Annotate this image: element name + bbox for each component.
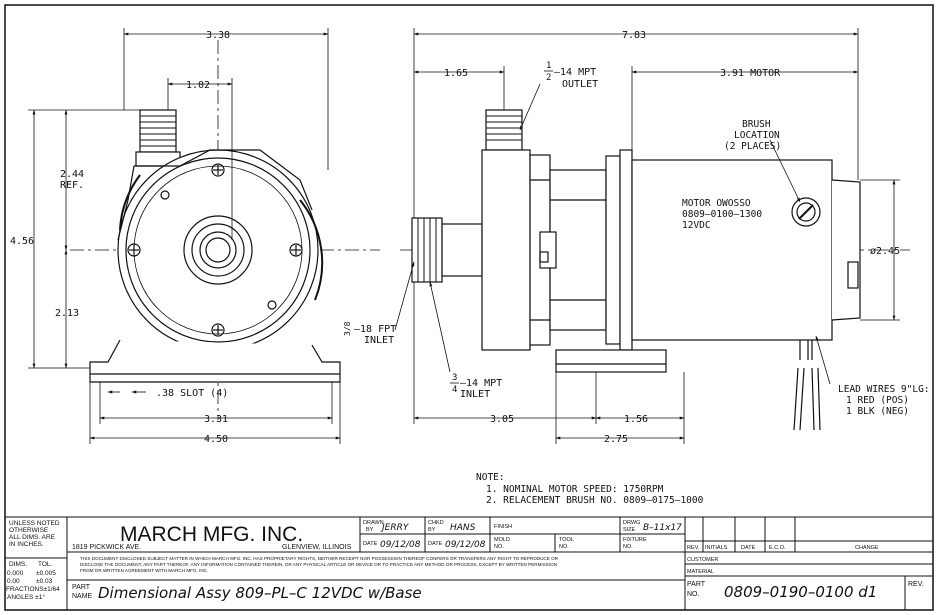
material-label: MATERIAL (687, 569, 714, 575)
part-label-1: PART (72, 584, 91, 591)
fixture-label-1: FIXTURE (623, 537, 647, 543)
motor-line3: 12VDC (682, 220, 711, 231)
unless-3: ALL DIMS. ARE (9, 534, 56, 541)
part-no-label-2: NO. (687, 591, 700, 598)
dim-dia-2-45: ø2.45 (870, 246, 900, 257)
rev-header: REV. (687, 545, 700, 551)
notes-title: NOTE: (476, 472, 505, 483)
inlet-frac-num: 3 (452, 373, 457, 383)
inlet-frac-den: 4 (452, 385, 457, 395)
brush-line3: (2 PLACES) (724, 141, 781, 152)
customer-label: CUSTOMER (687, 557, 718, 563)
dim-2-75: 2.75 (604, 434, 628, 445)
side-view (400, 109, 910, 431)
unless-1: UNLESS NOTED (9, 520, 60, 527)
disclaimer-2: DISCLOSE THE DOCUMENT, ANY PART THEREOF,… (80, 562, 557, 567)
drwg-label-2: SIZE (623, 527, 636, 533)
chkd-label-1: CHKD (428, 520, 444, 526)
tol-row1-b: ±0.005 (36, 570, 56, 577)
fpt-callout: –18 FPT (354, 324, 396, 335)
inlet-callout: –14 MPT (460, 378, 502, 389)
company-city: GLENVIEW, ILLINOIS (282, 544, 352, 551)
dim-3-05: 3.05 (490, 414, 514, 425)
dim-1-02: 1.02 (186, 80, 210, 91)
lead-line2: 1 RED (POS) (846, 395, 909, 406)
inlet-label: INLET (460, 389, 490, 400)
part-name: Dimensional Assy 809–PL–C 12VDC w/Base (98, 584, 422, 602)
lead-line3: 1 BLK (NEG) (846, 406, 909, 417)
fpt-frac: 3/8 (343, 321, 352, 336)
outlet-label: OUTLET (562, 79, 598, 90)
date-label-1: DATE (363, 541, 378, 547)
side-view-dimensions (394, 28, 900, 444)
dim-3-91: 3.91 MOTOR (720, 68, 781, 79)
drawn-label-2: BY (366, 527, 374, 533)
dim-4-50: 4.50 (204, 434, 228, 445)
outlet-frac-num: 1 (546, 61, 551, 71)
part-label-2: NAME (72, 593, 93, 600)
note-1: 1. NOMINAL MOTOR SPEED: 1750RPM (486, 484, 664, 495)
unless-4: IN INCHES. (9, 541, 44, 548)
dim-3-31: 3.31 (204, 414, 228, 425)
brush-line1: BRUSH (742, 119, 771, 130)
dim-4-56: 4.56 (10, 236, 34, 247)
change-header: CHANGE (855, 545, 879, 551)
front-view (70, 40, 380, 420)
dims-header: DIMS. (9, 561, 27, 568)
part-no-label-1: PART (687, 581, 706, 588)
lead-line1: LEAD WIRES 9"LG: (838, 384, 930, 395)
disclaimer-3: FROM OR WRITTEN AGREEMENT WITH MARCH MFG… (80, 568, 208, 573)
mold-label-1: MOLD (494, 537, 510, 543)
fixture-label-2: NO. (623, 544, 633, 550)
date-1: 09/12/08 (380, 540, 421, 550)
brush-line2: LOCATION (734, 130, 780, 141)
disclaimer-1: THIS DOCUMENT DISCLOSED SUBJECT MATTER I… (80, 556, 559, 561)
outlet-frac-den: 2 (546, 73, 551, 83)
tol-row2-a: 0.00 (7, 578, 20, 585)
note-2: 2. RELACEMENT BRUSH NO. 0809–0175–1000 (486, 495, 704, 506)
tool-label-2: NO. (559, 544, 569, 550)
drwg-size: B–11x17 (643, 523, 682, 533)
tol-row3: FRACTIONS±1/64 (6, 586, 60, 593)
drawn-label-1: DRAWN (363, 520, 384, 526)
drawn-by: JERRY (380, 523, 410, 533)
tol-row1-a: 0.000 (7, 570, 24, 577)
rev-label: REV. (908, 581, 924, 588)
company-name: MARCH MFG. INC. (120, 523, 303, 546)
company-address: 1819 PICKWICK AVE. (72, 544, 141, 551)
dim-1-65: 1.65 (444, 68, 468, 79)
part-number: 0809–0190–0100 d1 (724, 583, 877, 601)
tool-label-1: TOOL (559, 537, 574, 543)
tol-row2-b: ±0.03 (36, 578, 53, 585)
title-block (4, 516, 934, 611)
chkd-by: HANS (450, 523, 476, 533)
motor-line1: MOTOR OWOSSO (682, 198, 751, 209)
motor-line2: 0809–0100–1300 (682, 209, 762, 220)
chkd-label-2: BY (428, 527, 436, 533)
eco-header: E.C.O. (769, 545, 786, 551)
dim-7-83: 7.83 (622, 30, 646, 41)
dim-3-38: 3.38 (206, 30, 230, 41)
dim-2-44-ref: REF. (60, 180, 84, 191)
drwg-label-1: DRWG (623, 520, 640, 526)
dim-1-56: 1.56 (624, 414, 648, 425)
date-header: DATE (741, 545, 756, 551)
unless-2: OTHERWISE (9, 527, 49, 534)
initials-header: INITIALS (705, 545, 728, 551)
front-view-dimensions (28, 28, 341, 444)
mold-label-2: NO. (494, 544, 504, 550)
date-2: 09/12/08 (445, 540, 486, 550)
outlet-callout: –14 MPT (554, 67, 596, 78)
dim-slot: .38 SLOT (4) (156, 388, 228, 399)
date-label-2: DATE (428, 541, 443, 547)
dim-2-13: 2.13 (55, 308, 79, 319)
tol-header: TOL. (38, 561, 53, 568)
finish-label: FINISH (494, 524, 512, 530)
fpt-inlet: INLET (364, 335, 394, 346)
tol-row4: ANGLES ±1° (7, 593, 45, 601)
dim-2-44: 2.44 (60, 169, 84, 180)
